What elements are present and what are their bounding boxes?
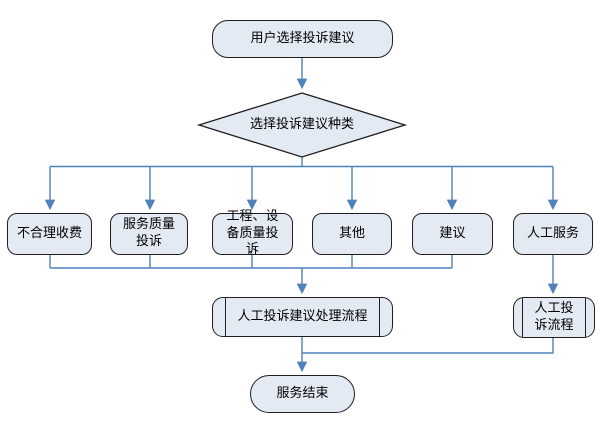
- node-decision-label: 选择投诉建议种类: [249, 116, 354, 132]
- node-option-label: 不合理收费: [16, 225, 82, 241]
- node-end-label: 服务结束: [276, 385, 329, 401]
- node-start: 用户选择投诉建议: [212, 20, 393, 58]
- node-option-label: 服务质量投诉: [122, 217, 175, 249]
- node-option-label: 建议: [439, 225, 466, 241]
- edge-manual-flow-to-join: [302, 338, 554, 354]
- node-option-manual-service: 人工服务: [513, 213, 593, 255]
- node-manual-flow-process: 人工投诉流程: [513, 297, 595, 338]
- node-manual-handle-process: 人工投诉建议处理流程: [212, 297, 393, 337]
- node-start-label: 用户选择投诉建议: [250, 30, 355, 46]
- node-manual-handle-label: 人工投诉建议处理流程: [237, 308, 368, 324]
- node-option-other: 其他: [312, 213, 392, 255]
- node-option-label: 工程、设备质量投诉: [226, 208, 279, 258]
- node-option-service-quality: 服务质量投诉: [110, 213, 188, 255]
- node-option-engineering-equipment: 工程、设备质量投诉: [212, 209, 293, 257]
- node-manual-flow-label: 人工投诉流程: [534, 300, 574, 333]
- node-option-label: 人工服务: [526, 225, 579, 241]
- node-end: 服务结束: [250, 375, 355, 413]
- node-decision: 选择投诉建议种类: [199, 93, 405, 157]
- node-option-suggestion: 建议: [412, 213, 493, 255]
- node-option-label: 其他: [338, 225, 365, 241]
- decision-diamond-shape: [196, 92, 408, 158]
- node-option-unreasonable-fees: 不合理收费: [7, 213, 92, 255]
